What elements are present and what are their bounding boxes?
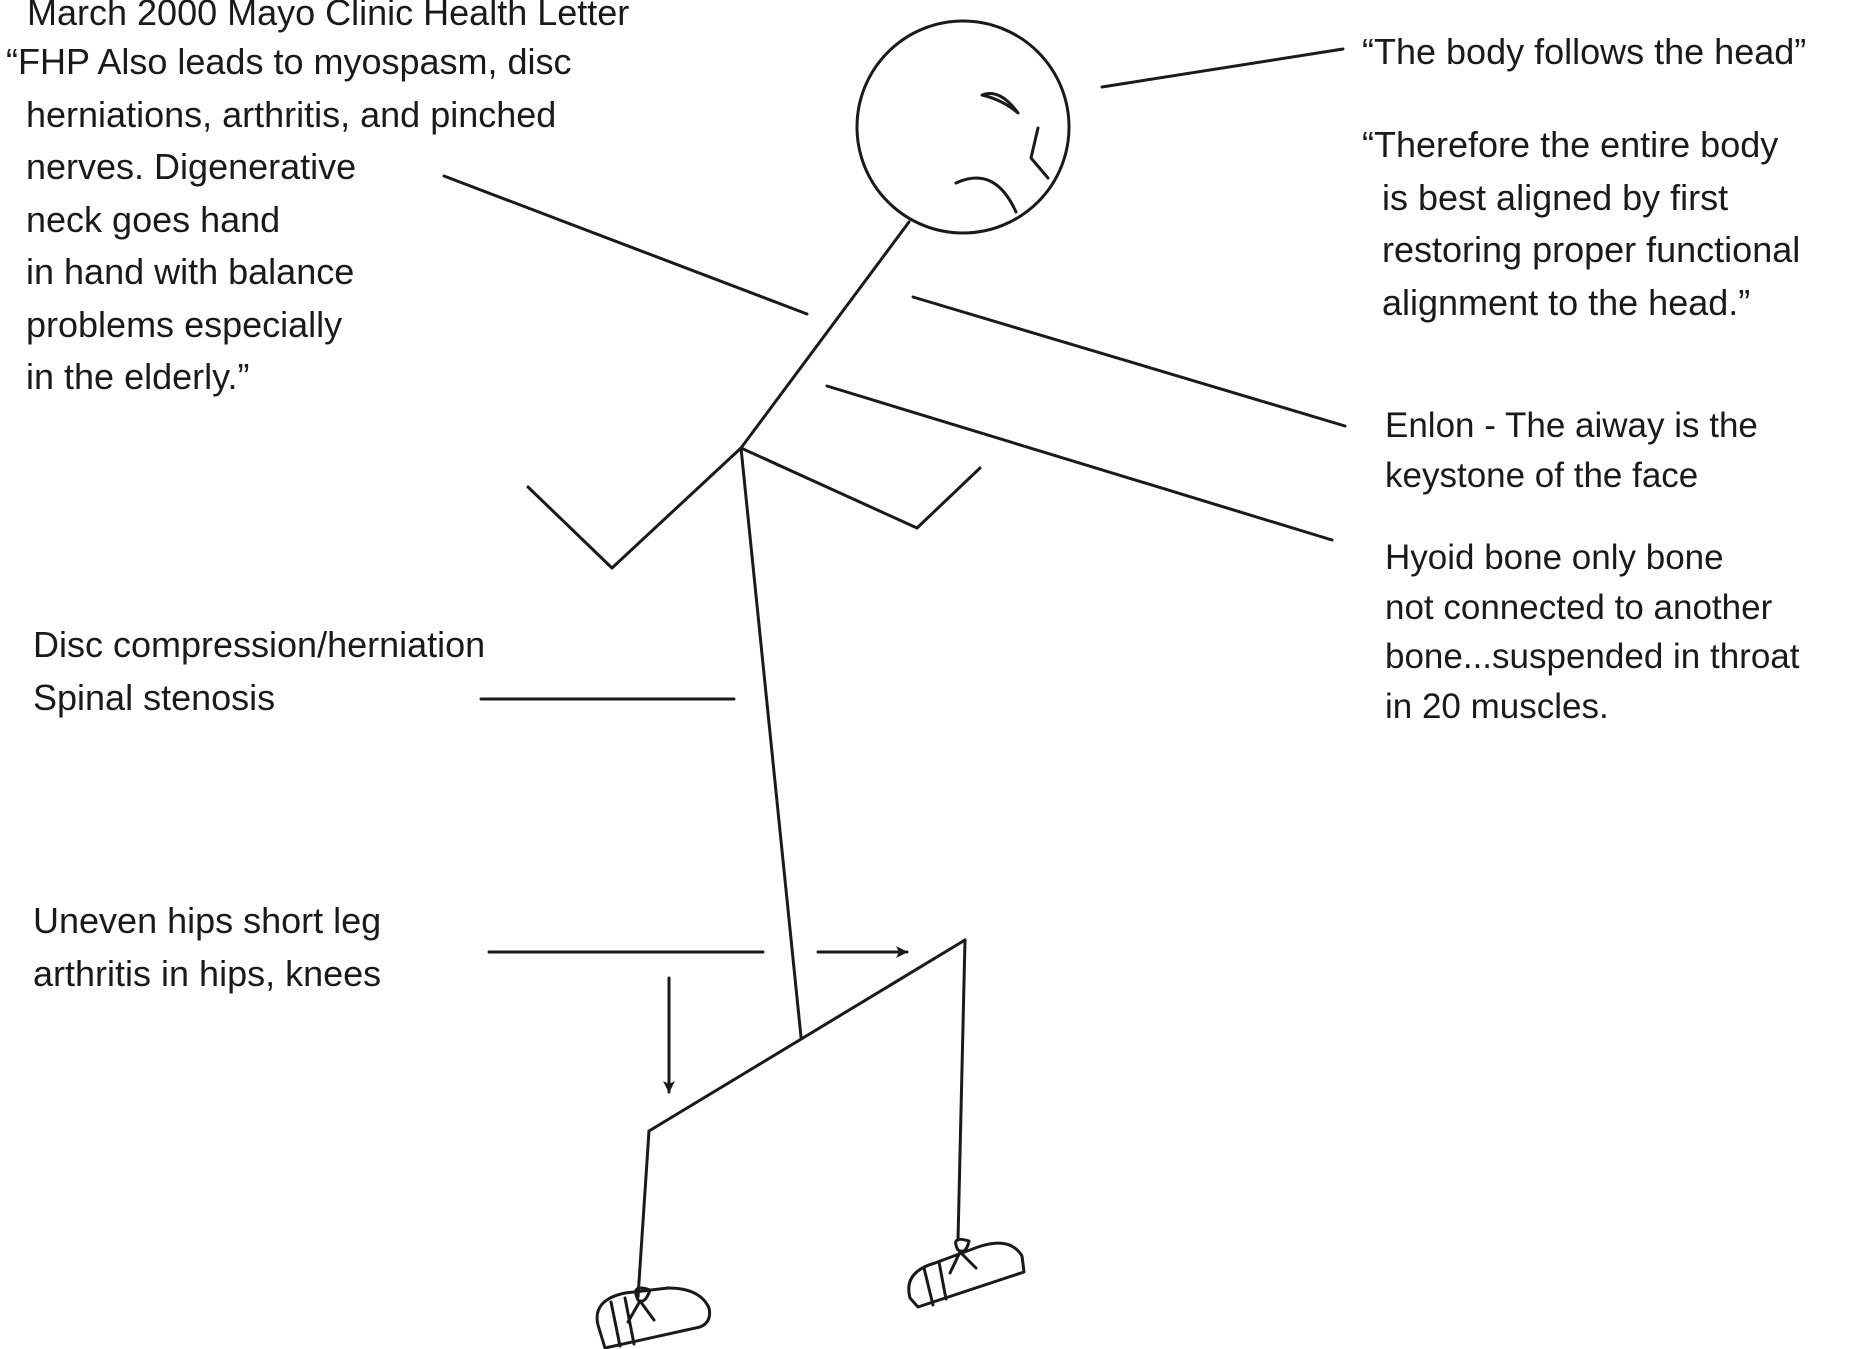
mayo-quote-line: problems especially (6, 299, 572, 352)
airway-note-block: Enlon - The aiway is the keystone of the… (1385, 401, 1758, 500)
mayo-quote-line: “FHP Also leads to myospasm, disc (6, 36, 572, 89)
leader-airway (913, 297, 1345, 426)
hyoid-note-line: Hyoid bone only bone (1385, 533, 1799, 583)
alignment-quote-line: alignment to the head.” (1362, 277, 1800, 330)
figure-neck (741, 222, 909, 448)
mayo-quote-line: nerves. Digenerative (6, 141, 572, 194)
spine-note-block: Disc compression/herniation Spinal steno… (33, 619, 485, 724)
figure-frown (956, 178, 1016, 212)
figure-right-arm (741, 448, 980, 528)
mayo-quote-line: herniations, arthritis, and pinched (6, 89, 572, 142)
figure-hip-line (649, 940, 965, 1131)
airway-note-line: Enlon - The aiway is the (1385, 401, 1758, 451)
airway-note-line: keystone of the face (1385, 451, 1758, 501)
figure-left-leg (638, 1131, 649, 1297)
mayo-quote-line: neck goes hand (6, 194, 572, 247)
hips-note-line: Uneven hips short leg (33, 895, 381, 948)
figure-spine (741, 448, 801, 1037)
alignment-quote-line: restoring proper functional (1362, 224, 1800, 277)
mayo-quote-line: in hand with balance (6, 246, 572, 299)
spine-note-line: Spinal stenosis (33, 672, 485, 725)
figure-right-shoe (909, 1239, 1024, 1307)
hyoid-note-line: bone...suspended in throat (1385, 632, 1799, 682)
spine-note-line: Disc compression/herniation (33, 619, 485, 672)
figure-right-leg (958, 940, 965, 1240)
body-follows-head-text: “The body follows the head” (1362, 26, 1806, 79)
source-heading-text: March 2000 Mayo Clinic Health Letter (27, 0, 629, 40)
figure-left-arm (528, 448, 741, 568)
mayo-quote-line: in the elderly.” (6, 351, 572, 404)
figure-nose (1031, 128, 1048, 178)
figure-left-shoe (597, 1288, 710, 1348)
alignment-quote-block: “Therefore the entire body is best align… (1362, 119, 1800, 329)
leader-head (1102, 49, 1343, 87)
hyoid-note-line: in 20 muscles. (1385, 682, 1799, 732)
hyoid-note-line: not connected to another (1385, 583, 1799, 633)
mayo-quote-block: “FHP Also leads to myospasm, disc hernia… (6, 36, 572, 404)
hips-note-block: Uneven hips short leg arthritis in hips,… (33, 895, 381, 1000)
alignment-quote-line: “Therefore the entire body (1362, 119, 1800, 172)
hyoid-note-block: Hyoid bone only bone not connected to an… (1385, 533, 1799, 731)
leader-hyoid (827, 386, 1332, 540)
alignment-quote-line: is best aligned by first (1362, 172, 1800, 225)
body-follows-head-quote: “The body follows the head” (1362, 26, 1806, 79)
hips-note-line: arthritis in hips, knees (33, 948, 381, 1001)
source-heading: March 2000 Mayo Clinic Health Letter (27, 0, 629, 40)
figure-eyebrow (982, 93, 1018, 113)
